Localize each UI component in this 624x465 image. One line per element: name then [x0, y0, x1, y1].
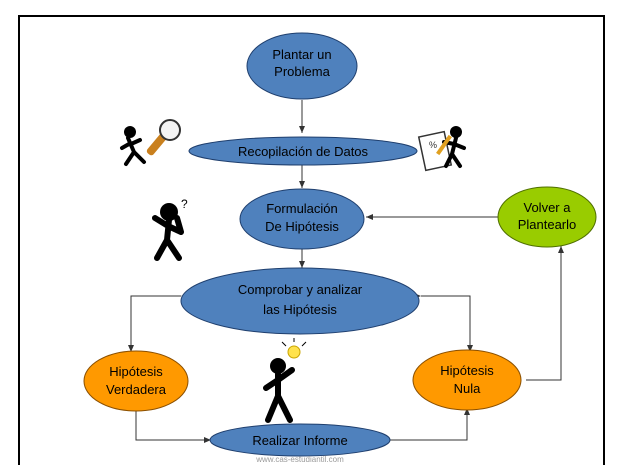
magnifier-figure-icon	[120, 119, 181, 166]
node-nula-line2: Nula	[454, 381, 482, 396]
node-nula-line1: Hipótesis	[440, 363, 494, 378]
frame-border-top	[18, 15, 605, 17]
node-plantar-line1: Plantar un	[272, 47, 331, 62]
node-comprobar-line2: las Hipótesis	[263, 302, 337, 317]
node-plantar: Plantar un Problema	[246, 32, 358, 100]
node-recopilacion-label: Recopilación de Datos	[238, 144, 369, 159]
node-formulacion: Formulación De Hipótesis	[239, 188, 365, 250]
node-volver: Volver a Plantearlo	[497, 186, 597, 248]
node-nula: Hipótesis Nula	[412, 349, 522, 411]
node-volver-line2: Plantearlo	[518, 217, 577, 232]
thinking-figure-icon: ?	[152, 197, 188, 261]
node-volver-line1: Volver a	[524, 200, 572, 215]
node-recopilacion: Recopilación de Datos	[188, 136, 418, 166]
arrow-verdadera-informe	[133, 401, 211, 443]
node-formulacion-line2: De Hipótesis	[265, 219, 339, 234]
node-formulacion-line1: Formulación	[266, 201, 338, 216]
node-verdadera-line2: Verdadera	[106, 382, 167, 397]
connectors	[128, 100, 564, 443]
node-verdadera-line1: Hipótesis	[109, 364, 163, 379]
node-informe-label: Realizar Informe	[252, 433, 347, 448]
node-verdadera: Hipótesis Verdadera	[83, 350, 189, 412]
frame-border-left	[18, 15, 20, 465]
frame-border-right	[603, 15, 605, 465]
node-informe: Realizar Informe	[209, 423, 391, 457]
arrow-comprobar-nula	[414, 293, 473, 352]
node-plantar-line2: Problema	[274, 64, 330, 79]
watermark: www.cas-estudiantil.com	[255, 455, 344, 464]
arrow-nula-to-volver	[526, 246, 564, 381]
idea-figure-icon	[263, 338, 307, 423]
svg-text:%: %	[429, 140, 437, 150]
writing-figure-icon: %	[417, 126, 466, 172]
node-comprobar-line1: Comprobar y analizar	[238, 282, 363, 297]
svg-text:?: ?	[181, 197, 188, 211]
arrow-informe-nula	[383, 408, 470, 443]
arrow-comprobar-verdadera	[128, 293, 188, 352]
node-comprobar: Comprobar y analizar las Hipótesis	[180, 267, 420, 335]
